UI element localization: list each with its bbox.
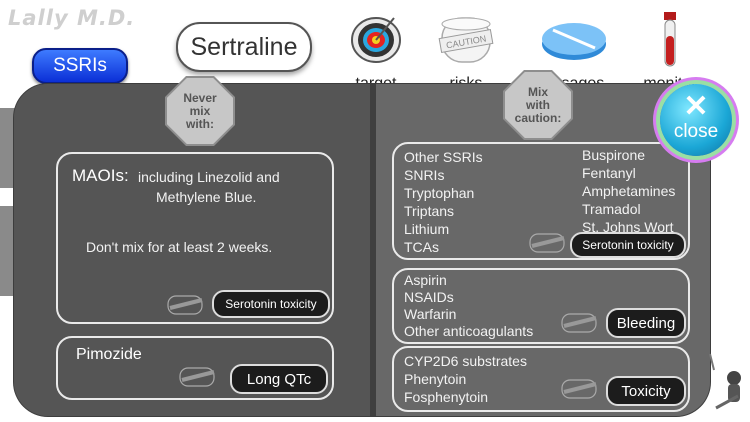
caution-tape-icon — [529, 233, 565, 253]
target-icon — [351, 17, 401, 63]
list-item: Other anticoagulants — [404, 323, 534, 339]
maoi-title: MAOIs: — [72, 166, 129, 185]
pimozide-card: Pimozide Long QTc — [56, 336, 334, 400]
list-item: Lithium — [404, 221, 450, 237]
ssri-category-button[interactable]: SSRIs — [32, 48, 128, 84]
caution-tape-icon — [561, 313, 597, 333]
caution-tape-icon — [179, 367, 215, 387]
drug-name: Sertraline — [190, 32, 298, 61]
app-logo: Lally M.D. — [8, 6, 136, 30]
sign-line: with — [525, 97, 550, 112]
serotonin-caution-card: Other SSRIs SNRIs Tryptophan Triptans Li… — [392, 142, 690, 260]
close-icon: ✕ — [683, 90, 709, 123]
list-item: Fosphenytoin — [404, 389, 489, 405]
section-divider — [370, 84, 376, 416]
caution-tape-icon — [561, 379, 597, 399]
maoi-note: Don't mix for at least 2 weeks. — [86, 239, 273, 255]
close-label: close — [673, 121, 719, 142]
drug-name-pill[interactable]: Sertraline — [176, 22, 312, 72]
tab-target[interactable]: target — [340, 12, 412, 93]
list-item: Phenytoin — [404, 371, 467, 387]
maoi-line1: including Linezolid and — [138, 169, 280, 185]
list-item: Warfarin — [404, 306, 457, 322]
list-item: TCAs — [404, 239, 439, 255]
list-item: Tramadol — [582, 201, 641, 217]
tab-risks[interactable]: CAUTION risks — [430, 12, 502, 93]
caution-tape-icon: CAUTION — [438, 17, 494, 63]
list-item: SNRIs — [404, 167, 445, 183]
list-item: Buspirone — [582, 147, 646, 163]
sign-line: Mix — [527, 84, 548, 99]
close-button[interactable]: ✕ close — [660, 84, 732, 156]
mascot-icon — [709, 353, 741, 410]
sign-line: caution: — [514, 110, 562, 125]
bleeding-badge[interactable]: Bleeding — [606, 308, 686, 338]
mix-caution-sign: Mix with caution: — [503, 70, 573, 140]
pimozide-title: Pimozide — [76, 346, 142, 363]
tab-monitor[interactable]: monitor — [634, 12, 706, 93]
bleeding-caution-card: Aspirin NSAIDs Warfarin Other anticoagul… — [392, 268, 690, 344]
list-item: NSAIDs — [404, 289, 454, 305]
serotonin-toxicity-badge[interactable]: Serotonin toxicity — [212, 290, 330, 318]
sign-line: with: — [185, 116, 214, 131]
list-item: Triptans — [404, 203, 455, 219]
list-item: Fentanyl — [582, 165, 636, 181]
maoi-line2: Methylene Blue. — [156, 189, 257, 205]
blood-tube-icon — [664, 12, 676, 67]
list-item: CYP2D6 substrates — [404, 353, 527, 369]
serotonin-right-list: Buspirone Fentanyl Amphetamines Tramadol… — [582, 146, 675, 236]
side-decoration — [0, 206, 18, 296]
serotonin-left-list: Other SSRIs SNRIs Tryptophan Triptans Li… — [404, 148, 483, 256]
interactions-panel: MAOIs: including Linezolid and Methylene… — [14, 84, 710, 416]
list-item: St. Johns Wort — [582, 219, 674, 235]
list-item: Amphetamines — [582, 183, 676, 199]
serotonin-toxicity-badge[interactable]: Serotonin toxicity — [570, 232, 686, 258]
pill-icon — [542, 23, 606, 60]
toxicity-badge[interactable]: Toxicity — [606, 376, 686, 406]
list-item: Aspirin — [404, 272, 447, 288]
list-item: Tryptophan — [404, 185, 475, 201]
side-decoration — [0, 108, 18, 188]
caution-tape-icon — [167, 295, 203, 315]
long-qtc-badge[interactable]: Long QTc — [230, 364, 328, 394]
toxicity-list: CYP2D6 substrates Phenytoin Fosphenytoin — [404, 352, 527, 406]
list-item: Other SSRIs — [404, 149, 483, 165]
never-mix-sign: Never mix with: — [165, 76, 235, 146]
sign-line: mix — [189, 103, 211, 118]
sign-line: Never — [183, 90, 217, 105]
maoi-card: MAOIs: including Linezolid and Methylene… — [56, 152, 334, 324]
toxicity-caution-card: CYP2D6 substrates Phenytoin Fosphenytoin… — [392, 346, 690, 412]
bleeding-list: Aspirin NSAIDs Warfarin Other anticoagul… — [404, 272, 533, 340]
